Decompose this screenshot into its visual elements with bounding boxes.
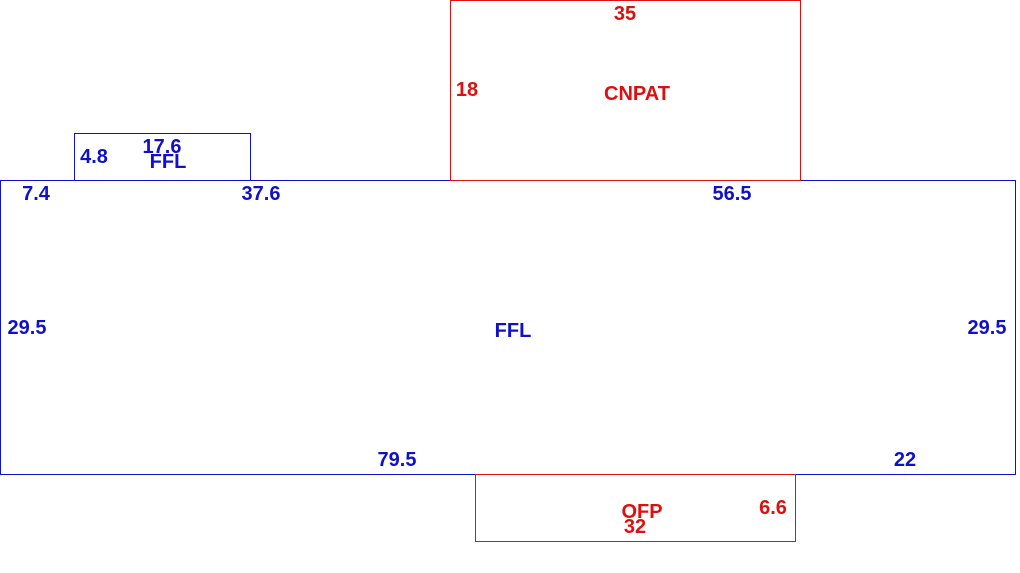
- main-ffl-dim-bottom-right: 22: [893, 449, 917, 471]
- main-ffl-dim-left: 29.5: [7, 317, 47, 339]
- ofp-dim-right: 6.6: [759, 497, 787, 519]
- cnpat-label: CNPAT: [604, 83, 670, 105]
- cnpat-dim-left: 18: [455, 79, 479, 101]
- main-ffl-dim-right: 29.5: [967, 317, 1007, 339]
- main-ffl-dim-top-mid: 37.6: [241, 183, 281, 205]
- cnpat-rect: [450, 0, 801, 181]
- cnpat-dim-top: 35: [613, 3, 637, 25]
- main-ffl-label: FFL: [494, 320, 532, 342]
- main-ffl-dim-top-right: 56.5: [712, 183, 752, 205]
- main-ffl-dim-bottom-left: 79.5: [377, 449, 417, 471]
- ofp-rect: [475, 474, 796, 542]
- ofp-dim-bottom: 32: [623, 516, 647, 538]
- small-ffl-label: FFL: [149, 151, 187, 173]
- small-ffl-dim-top: 17.6: [142, 136, 182, 158]
- main-ffl-dim-top-left: 7.4: [22, 183, 50, 205]
- small-ffl-rect: [74, 133, 251, 181]
- small-ffl-dim-left: 4.8: [80, 146, 108, 168]
- ofp-label: OFP: [621, 501, 663, 523]
